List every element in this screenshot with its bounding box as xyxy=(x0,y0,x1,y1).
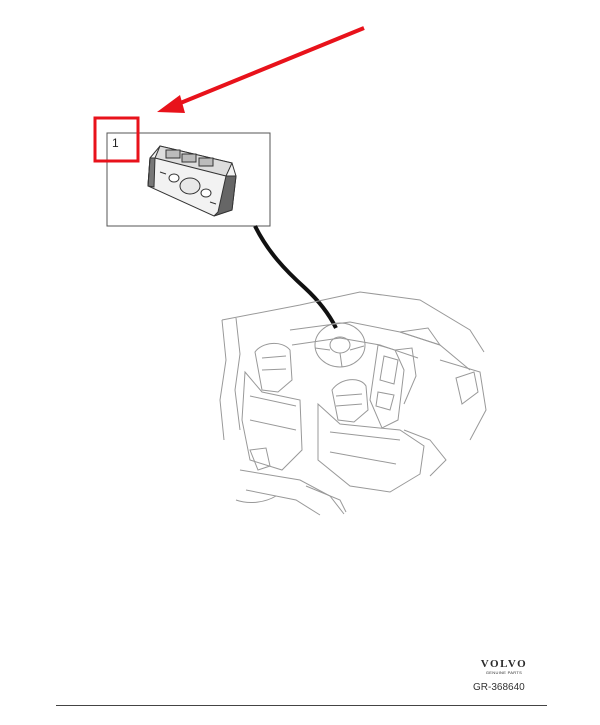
brand-subtitle: GENUINE PARTS xyxy=(485,670,523,675)
drawing-id: GR-368640 xyxy=(473,682,525,693)
brand-logo: VOLVO GENUINE PARTS xyxy=(466,658,542,676)
callout-highlight xyxy=(93,116,140,163)
leader-line xyxy=(253,225,338,329)
switch-module-part xyxy=(147,145,237,217)
red-arrow xyxy=(157,26,365,113)
callout-number: 1 xyxy=(112,136,119,150)
car-interior-drawing xyxy=(219,291,487,516)
bottom-divider xyxy=(56,705,547,706)
brand-name: VOLVO xyxy=(480,658,528,670)
